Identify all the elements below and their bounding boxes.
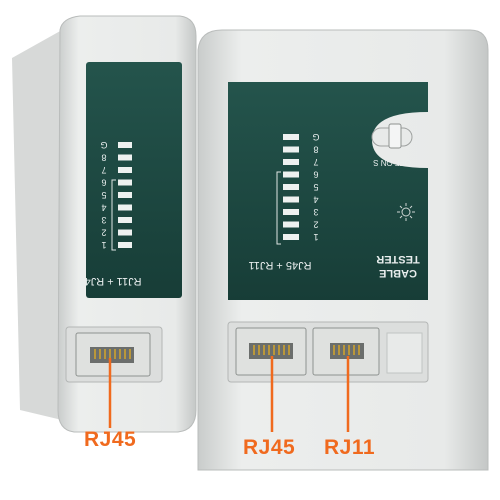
remote-led-column xyxy=(118,142,132,248)
callout-main-rj45: RJ45 xyxy=(243,436,296,459)
led-indicator xyxy=(283,171,299,178)
led-number: 5 xyxy=(313,182,318,192)
led-number: 3 xyxy=(101,215,106,225)
led-number: 2 xyxy=(313,220,318,230)
remote-led-panel xyxy=(86,62,182,298)
led-indicator xyxy=(118,142,132,148)
remote-port-cavity xyxy=(90,347,134,363)
led-indicator xyxy=(118,204,132,211)
main-rj45-cavity xyxy=(249,343,293,359)
led-indicator xyxy=(118,229,132,236)
led-number: 6 xyxy=(313,170,318,180)
led-indicator xyxy=(118,167,132,173)
led-bracket xyxy=(276,171,281,245)
led-indicator xyxy=(283,221,299,228)
led-indicator xyxy=(283,146,299,153)
main-port-pins xyxy=(253,345,360,355)
switch-label: OFF ON S xyxy=(373,158,411,167)
remote-led-numbers: G 8 7 6 5 4 3 2 1 xyxy=(100,140,107,250)
led-number: 2 xyxy=(101,228,106,238)
led-indicator xyxy=(283,209,299,215)
tester-title-line1: CABLE xyxy=(379,267,417,279)
led-number: 5 xyxy=(101,190,106,200)
led-indicator xyxy=(118,242,132,248)
status-light-icon xyxy=(397,203,415,221)
tester-title-line2: TESTER xyxy=(376,253,419,265)
led-number: 7 xyxy=(101,165,106,175)
led-indicator xyxy=(118,192,132,198)
led-indicator xyxy=(283,159,299,165)
led-number: 1 xyxy=(101,240,106,250)
led-indicator xyxy=(118,179,132,186)
main-led-column xyxy=(283,134,299,240)
led-indicator xyxy=(118,154,132,161)
remote-port-label: RJ11 + RJ45 xyxy=(78,275,141,287)
led-number: 4 xyxy=(313,195,318,205)
led-number: 8 xyxy=(101,153,106,163)
main-blank-slot xyxy=(386,332,423,374)
led-number: 6 xyxy=(101,178,106,188)
remote-side-edge xyxy=(12,30,62,420)
main-led-panel xyxy=(228,82,428,300)
power-switch[interactable] xyxy=(371,123,413,149)
led-indicator xyxy=(283,234,299,240)
led-indicator xyxy=(283,196,299,203)
led-bracket xyxy=(111,179,116,251)
callout-main-rj11: RJ11 xyxy=(324,436,376,459)
callout-remote-rj45: RJ45 xyxy=(84,428,137,451)
led-indicator xyxy=(118,217,132,223)
led-number: 4 xyxy=(101,203,106,213)
main-led-numbers: G 8 7 6 5 4 3 2 1 xyxy=(312,132,319,242)
led-indicator xyxy=(283,134,299,140)
led-number: 1 xyxy=(313,232,318,242)
led-number: G xyxy=(312,132,319,142)
led-number: G xyxy=(100,140,107,150)
remote-port-pins xyxy=(94,349,131,359)
led-number: 8 xyxy=(313,145,318,155)
led-number: 3 xyxy=(313,207,318,217)
main-port-label: RJ45 + RJ11 xyxy=(248,259,311,271)
main-unit: OFF ON S CABLE TESTER G 8 7 6 5 4 3 2 1 RJ45 + R… xyxy=(197,29,489,471)
led-number: 7 xyxy=(313,157,318,167)
remote-unit: RJ11 + RJ45 G 8 7 6 5 4 3 2 1 xyxy=(12,15,197,433)
led-indicator xyxy=(283,184,299,190)
